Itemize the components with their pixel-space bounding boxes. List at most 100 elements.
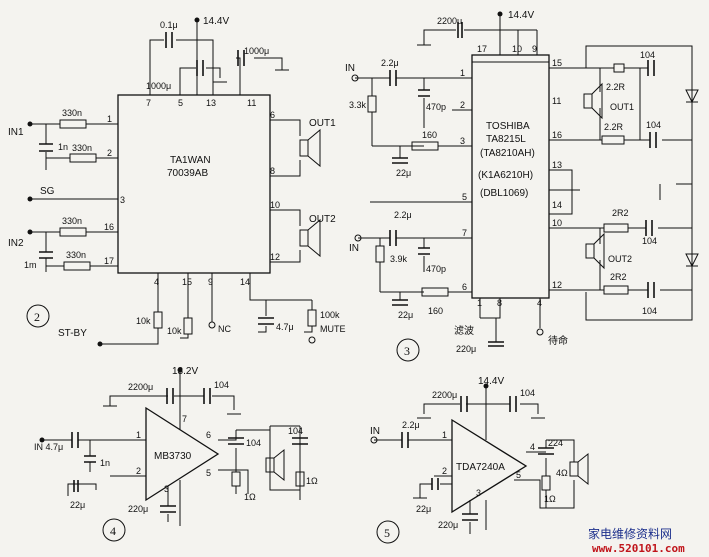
c5-in-terminal[interactable] [370,436,378,444]
c3-c104d-label: 104 [642,306,657,316]
c5-in-label: IN [370,426,380,437]
c2-cap-1000a-label: 1000μ [146,81,171,91]
c2-pin-12: 12 [270,252,280,262]
c3-in-a-label: IN [345,63,355,74]
c3-pin-7: 7 [462,228,467,238]
c2-pin-4: 4 [154,277,159,287]
c2-pin-3: 3 [120,195,125,205]
c4-supply-caps [166,388,211,404]
c2-r100k [307,309,317,327]
c3-diode-bottom [685,253,699,268]
c2-nc-terminal [208,321,216,329]
c4-c104c-label: 104 [288,426,303,436]
c3-in-a-terminal[interactable] [351,74,359,82]
c3-chip-body [471,54,550,299]
c3-chip-name-3: (TA8210AH) [480,148,535,159]
c5-c2200-label: 2200μ [432,390,457,400]
c3-chip-name-2: TA8215L [486,134,526,145]
c5-r1-label: 1Ω [544,494,556,504]
c3-out2-label: OUT2 [608,254,632,264]
c5-r1 [541,475,551,491]
c3-output-wires [549,45,693,321]
c2-mute-terminal[interactable] [308,336,316,344]
c2-chip-body [117,94,271,274]
c2-input-wires [30,123,118,272]
c5-vcc-terminal [483,383,489,389]
c5-spk-cone [577,452,589,486]
c3-pin-11: 11 [552,96,561,106]
c2-in2-label: IN2 [8,238,24,249]
c4-vcc-terminal [177,367,183,373]
c4-in-terminal[interactable] [39,437,45,443]
c3-pin-10: 10 [512,44,522,54]
c2-grounds-top [213,69,289,83]
c3-lvbo-label: 滤波 [454,324,474,337]
c3-diode-top [685,89,699,104]
c3-daiming-label: 待命 [548,334,568,347]
c4-pin-7: 7 [182,414,187,424]
c2-pin-8: 8 [270,166,275,176]
c2-c1m-label: 1m [24,260,37,270]
c2-pin-5: 5 [178,98,183,108]
c2-pin-9: 9 [208,277,213,287]
c2-top-wires [149,20,283,95]
c3-r33k-label: 3.3k [349,100,367,110]
c2-pin-14: 14 [240,277,250,287]
c3-pin-12: 12 [552,280,562,290]
c3-r22a-body [613,63,625,73]
c2-cap-top-label: 0.1μ [160,20,178,30]
c4-in-label: IN 4.7μ [34,442,63,452]
c3-chip-name-1: TOSHIBA [486,121,530,132]
c3-vcc-label: 14.4V [508,10,534,21]
c5-input-wires [374,439,452,498]
c4-r1a [231,471,241,487]
c3-in-b-terminal[interactable] [354,234,362,242]
c4-c1n-label: 1n [100,458,110,468]
c2-stby-terminal[interactable] [97,341,103,347]
c2-r330d-label: 330n [66,250,86,260]
c5-pin-3: 3 [476,488,481,498]
c2-r10k-a [153,311,163,329]
c3-r160a [411,141,439,151]
c3-number-circle [396,338,420,362]
c4-c104b-label: 104 [246,438,261,448]
c2-output-wires [270,119,301,263]
c5-supply-wires [423,384,539,440]
c3-r22b [601,135,625,145]
c2-r330c-label: 330n [62,216,82,226]
circuit-4: MB3730 13.2V 2200μ 104 7 IN 4.7μ 1n 22μ … [34,366,318,542]
c4-pin-1: 1 [136,430,141,440]
c4-r1a-label: 1Ω [244,492,256,502]
c3-pin-6: 6 [462,282,467,292]
c3-pin-9: 9 [532,44,537,54]
c2-sg-terminal[interactable] [27,196,33,202]
c4-r1b [295,471,305,487]
c2-c1n-label: 1n [58,142,68,152]
c2-pin-2: 2 [107,148,112,158]
c5-pin-5: 5 [516,470,521,480]
c3-r39k [375,245,385,263]
c5-amp-triangle [451,418,528,514]
c3-cap-470b [418,247,430,255]
c5-number-circle [376,520,400,544]
c2-pin-7: 7 [146,98,151,108]
c2-c47-label: 4.7μ [276,322,294,332]
c3-standby-terminal[interactable] [536,328,544,336]
c3-supply-wires [423,14,538,55]
c5-pin-4: 4 [530,442,535,452]
c3-pin-1: 1 [477,298,482,308]
c2-cap-1000b-label: 1000μ [244,46,269,56]
c2-in1-terminal[interactable] [27,121,33,127]
c2-out1-label: OUT1 [309,118,336,129]
c2-bottom-wires [100,273,313,345]
c2-pin-10: 10 [270,200,280,210]
c4-cap-220 [160,505,176,513]
c2-r10k-a-label: 10k [136,316,151,326]
c3-r2r2b [603,285,629,295]
c2-r330d [63,261,91,271]
c2-cap-1000a [196,60,204,76]
c3-spk2-cone [593,232,605,270]
c2-in2-terminal[interactable] [27,229,33,235]
c2-r330a-label: 330n [62,108,82,118]
